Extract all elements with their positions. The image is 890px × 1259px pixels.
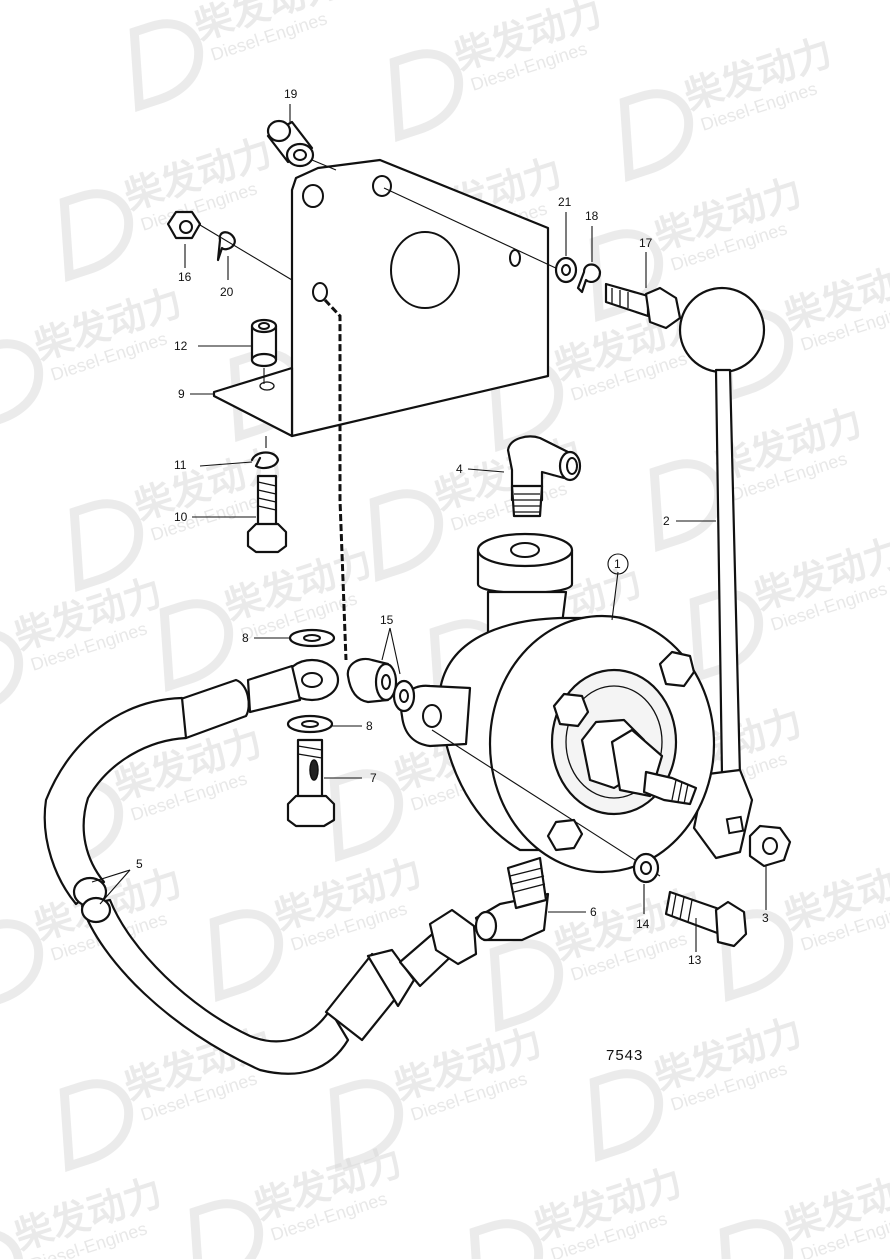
callout-21: 21 [558, 195, 572, 209]
d-logo-icon [159, 599, 234, 693]
sealing-washer-bottom [286, 714, 334, 734]
callout-7: 7 [370, 771, 377, 785]
sealing-washer-top [288, 628, 336, 648]
callout-13: 13 [688, 953, 702, 967]
d-logo-icon [59, 1079, 134, 1173]
hex-nut [748, 824, 792, 868]
d-logo-icon [0, 629, 24, 723]
d-logo-icon [189, 1199, 264, 1259]
callout-8-bottom: 8 [366, 719, 373, 733]
spacer-sleeve [250, 318, 278, 384]
callout-1: 1 [614, 557, 621, 571]
elbow-fitting [506, 435, 582, 518]
d-logo-icon [469, 1219, 544, 1259]
callout-18: 18 [585, 209, 599, 223]
d-logo-icon [589, 1069, 664, 1163]
callout-20: 20 [220, 285, 234, 299]
mounting-bracket [212, 158, 550, 438]
callout-19: 19 [284, 87, 298, 101]
d-logo-icon [369, 489, 444, 583]
d-logo-icon [389, 49, 464, 143]
callout-leaders [91, 104, 767, 952]
elbow-union [474, 856, 550, 942]
lever-washer [632, 852, 660, 884]
plain-washer [554, 256, 578, 284]
alignment-line-2 [431, 729, 661, 877]
d-logo-icon [329, 769, 404, 863]
callout-9: 9 [178, 387, 185, 401]
d-logo-icon [0, 339, 44, 433]
alignment-line [383, 187, 561, 271]
hand-lever [678, 286, 766, 860]
callout-14: 14 [636, 917, 650, 931]
lever-bolt [664, 890, 748, 948]
banjo-bolt [286, 738, 336, 828]
drawing-number: 7543 [606, 1047, 643, 1064]
callout-10: 10 [174, 510, 188, 524]
d-logo-icon [619, 89, 694, 183]
d-logo-icon [489, 939, 564, 1033]
d-logo-icon [719, 1219, 794, 1259]
fuel-hose [43, 658, 478, 1075]
callout-15: 15 [380, 613, 394, 627]
callout-6: 6 [590, 905, 597, 919]
pump-assembly [400, 532, 716, 874]
d-logo-icon [129, 19, 204, 113]
callout-labels: 19 16 20 12 9 11 10 21 18 17 4 2 1 15 8 … [136, 87, 769, 967]
callout-circle-1 [607, 553, 629, 575]
d-logo-icon [69, 499, 144, 593]
hex-bolt [246, 474, 288, 554]
lock-washer [250, 436, 280, 470]
callout-3: 3 [762, 911, 769, 925]
callout-8-top: 8 [242, 631, 249, 645]
leader-line [199, 224, 293, 281]
callout-11: 11 [174, 458, 187, 472]
tab-washer [216, 231, 236, 262]
callout-12: 12 [174, 339, 188, 353]
d-logo-icon [719, 909, 794, 1003]
spacer-bushing [266, 119, 337, 171]
tab-washer-2 [576, 263, 602, 294]
assembly-line [323, 298, 348, 661]
d-logo-icon [59, 189, 134, 283]
callout-2: 2 [663, 514, 670, 528]
rubber-bushings [346, 657, 416, 713]
d-logo-icon [209, 909, 284, 1003]
callout-16: 16 [178, 270, 192, 284]
callout-5: 5 [136, 857, 143, 871]
callout-17: 17 [639, 236, 653, 250]
d-logo-icon [329, 1079, 404, 1173]
lock-nut [166, 210, 202, 240]
d-logo-icon [0, 919, 44, 1013]
callout-4: 4 [456, 462, 463, 476]
mounting-bolt [604, 282, 682, 330]
